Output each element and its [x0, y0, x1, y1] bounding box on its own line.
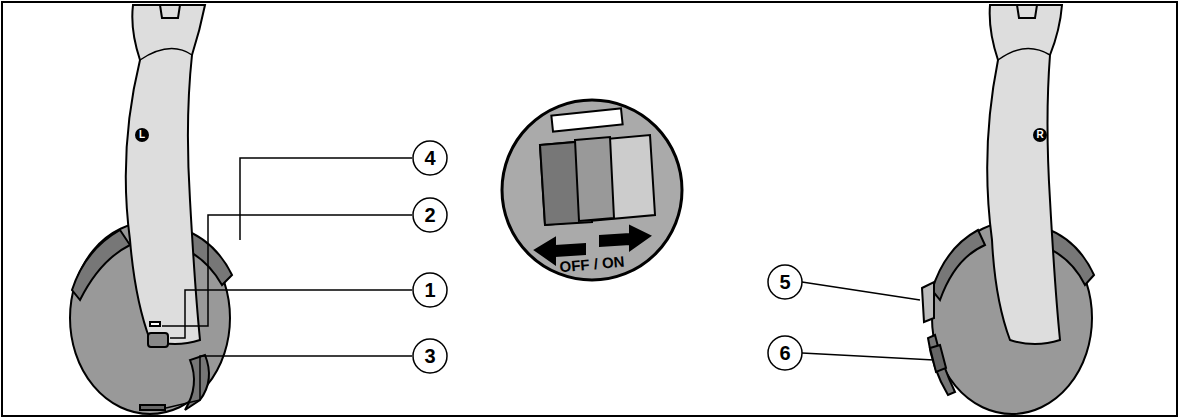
callout-number: 3 — [424, 346, 435, 366]
callout-number: 2 — [424, 205, 435, 225]
callout-number: 5 — [779, 272, 790, 292]
callout-number: 1 — [424, 280, 435, 300]
side-badge: L — [139, 130, 145, 140]
side-badge: R — [1036, 130, 1043, 140]
callout-number: 4 — [424, 148, 435, 168]
callout-number: 6 — [779, 343, 790, 363]
